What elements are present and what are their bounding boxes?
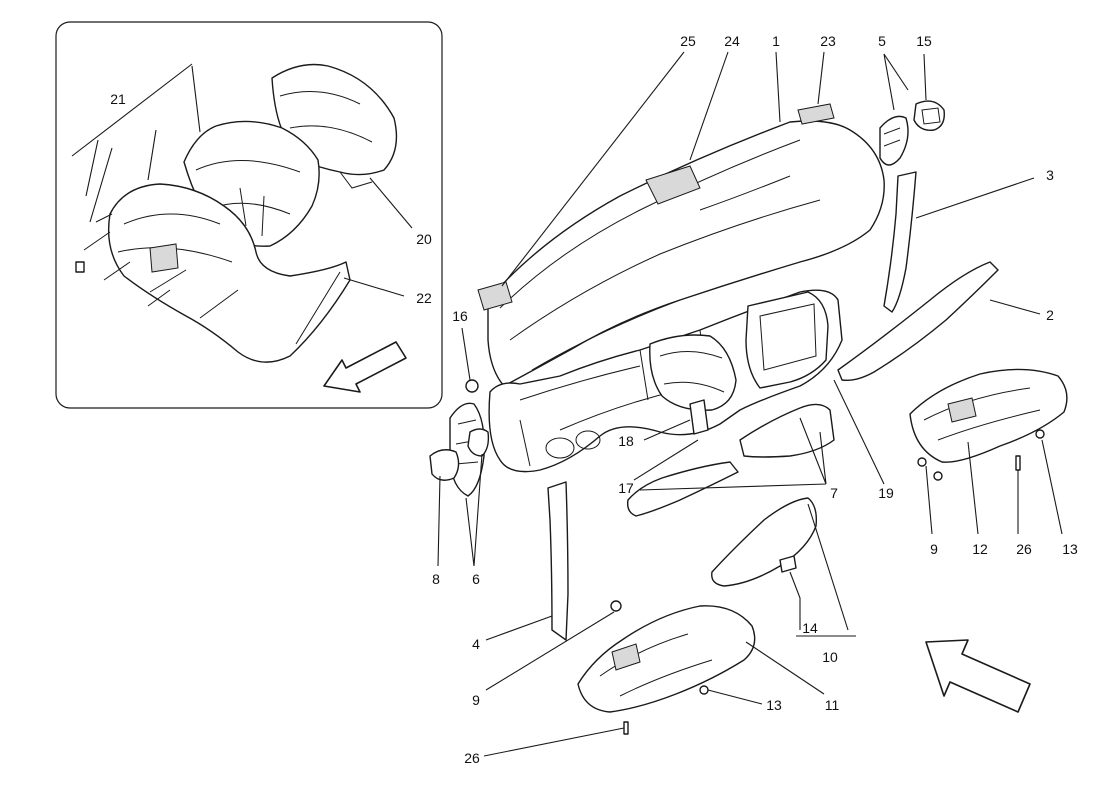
callout-9-lower: 9 — [472, 692, 480, 708]
callout-22: 22 — [416, 290, 432, 306]
inset-panel: 21 20 22 — [55, 21, 443, 409]
bracket-small — [689, 399, 709, 435]
callout-20: 20 — [416, 231, 432, 247]
callout-6: 6 — [472, 571, 480, 587]
steering-column-support — [649, 334, 737, 411]
callout-10: 10 — [822, 649, 838, 665]
leader-lines — [437, 51, 1063, 757]
callout-5: 5 — [878, 33, 886, 49]
callout-12: 12 — [972, 541, 988, 557]
callout-25: 25 — [680, 33, 696, 49]
callout-13-lower: 13 — [766, 697, 782, 713]
glove-box-right — [909, 368, 1068, 463]
callout-4: 4 — [472, 636, 480, 652]
fastener-13-right — [1035, 429, 1045, 439]
callout-3: 3 — [1046, 167, 1054, 183]
screw-26-right — [1015, 455, 1021, 471]
side-vent-panel-left — [449, 402, 485, 497]
callout-13-right: 13 — [1062, 541, 1078, 557]
callout-8: 8 — [432, 571, 440, 587]
fastener-13-lower — [699, 685, 709, 695]
callout-9-right: 9 — [930, 541, 938, 557]
air-vent-center-left — [575, 430, 601, 450]
screw-26-lower — [623, 721, 629, 735]
console-side-trim — [711, 497, 818, 587]
tweeter-grille-center — [645, 165, 701, 205]
fastener-9-lower — [610, 600, 622, 612]
knee-panel-upper — [739, 403, 835, 458]
callout-17: 17 — [618, 480, 634, 496]
a-pillar-trim-right — [883, 171, 917, 313]
callout-21: 21 — [110, 91, 126, 107]
side-vent-right — [879, 115, 909, 166]
a-pillar-trim-left — [547, 481, 569, 641]
callout-15: 15 — [916, 33, 932, 49]
glove-box-lower — [577, 605, 756, 713]
callout-1: 1 — [772, 33, 780, 49]
callout-18: 18 — [618, 433, 634, 449]
callout-23: 23 — [820, 33, 836, 49]
callout-16: 16 — [452, 308, 468, 324]
main-assembly — [429, 100, 1068, 735]
fastener-9-right — [917, 457, 927, 467]
clip-fastener — [465, 379, 479, 393]
callout-26-lower: 26 — [464, 750, 480, 766]
side-vent-bezel-right — [913, 100, 945, 131]
callout-26-right: 26 — [1016, 541, 1032, 557]
inset-frame — [55, 21, 443, 409]
callout-2: 2 — [1046, 307, 1054, 323]
callout-24: 24 — [724, 33, 740, 49]
side-vent-left — [467, 428, 490, 457]
callout-labels: 25 24 1 23 5 15 3 2 16 18 17 7 19 8 6 9 … — [432, 33, 1078, 766]
console-trim-clip — [779, 555, 797, 573]
direction-arrow-main — [925, 639, 1031, 713]
side-vent-bezel-left — [429, 449, 460, 481]
callout-11: 11 — [825, 697, 840, 713]
air-vent-left — [545, 437, 575, 459]
tweeter-grille-left — [477, 281, 513, 311]
side-trim-right — [837, 261, 999, 382]
cluster-lower-housing — [107, 183, 351, 363]
callout-19: 19 — [878, 485, 894, 501]
callout-14: 14 — [802, 620, 818, 636]
center-console-frame — [745, 291, 829, 389]
direction-arrow-inset — [323, 341, 407, 393]
callout-21-bracket — [71, 63, 201, 223]
callout-7: 7 — [830, 485, 838, 501]
tweeter-grille-right — [797, 103, 835, 125]
